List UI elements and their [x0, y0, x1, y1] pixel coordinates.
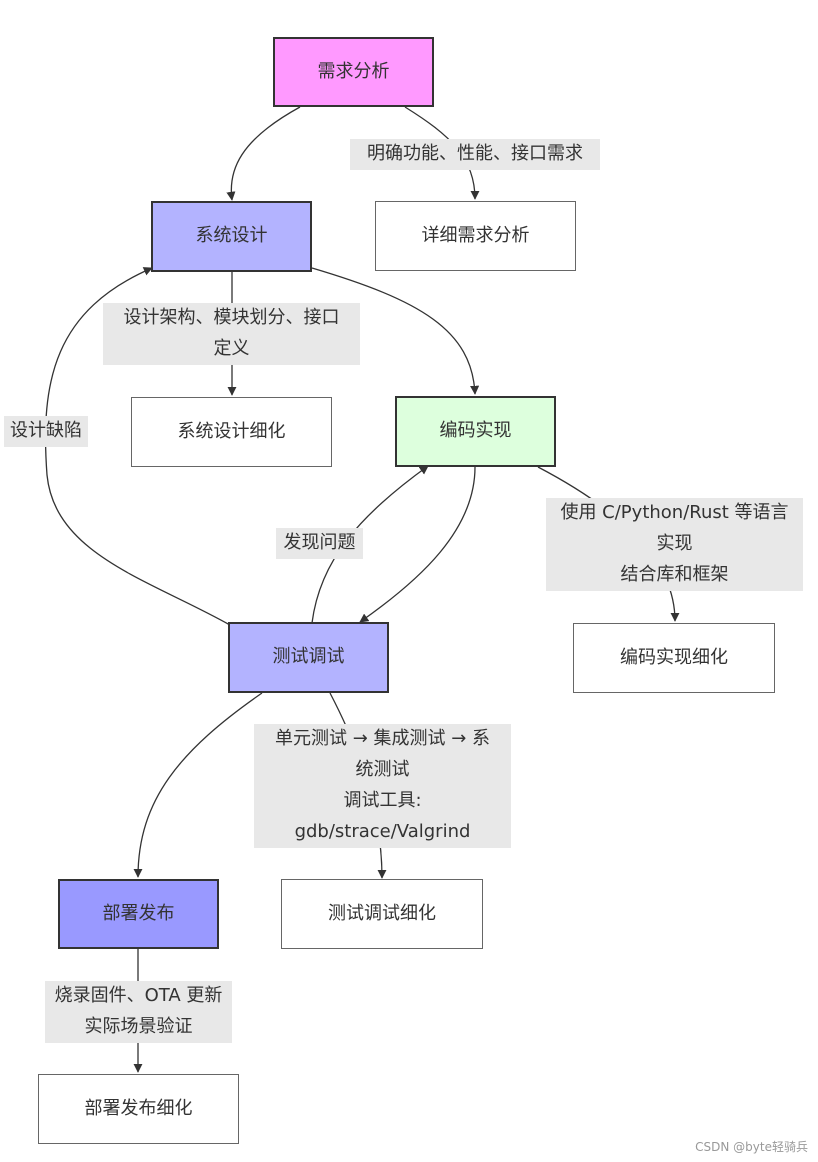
edge-testing-to-system-design: [44, 267, 231, 626]
edge-requirements-to-system-design: [226, 106, 301, 201]
node-deployment-label: 部署发布: [102, 902, 175, 924]
edge-label-line: 统测试: [355, 758, 410, 780]
edge-coding-to-testing: [359, 466, 476, 623]
edge-testing-to-deployment: [133, 692, 263, 878]
watermark: CSDN @byte轻骑兵: [695, 1140, 808, 1154]
node-testing-detail[interactable]: 测试调试细化: [281, 879, 483, 949]
edge-label-testing-detail: 单元测试 → 集成测试 → 系 统测试 调试工具: gdb/strace/Val…: [254, 724, 511, 848]
edge-label-line: 实际场景验证: [84, 1015, 193, 1037]
edge-label-deployment-detail: 烧录固件、OTA 更新 实际场景验证: [45, 981, 232, 1043]
edge-system-design-to-coding: [311, 267, 480, 395]
node-deployment-detail[interactable]: 部署发布细化: [38, 1074, 239, 1144]
node-requirements-label: 需求分析: [317, 60, 390, 82]
edge-label-line: gdb/strace/Valgrind: [294, 820, 471, 842]
edge-label-line: 使用 C/Python/Rust 等语言: [560, 502, 789, 523]
edge-label-line: 单元测试 → 集成测试 → 系: [274, 728, 491, 749]
edge-label-line: 烧录固件、OTA 更新: [54, 985, 223, 1006]
edge-label-found-issue: 发现问题: [276, 528, 363, 559]
node-system-design-detail[interactable]: 系统设计细化: [131, 397, 332, 467]
node-system-design-label: 系统设计: [195, 225, 268, 247]
node-coding[interactable]: 编码实现: [395, 396, 556, 467]
edge-label-line: 发现问题: [283, 532, 356, 553]
node-system-design-detail-label: 系统设计细化: [177, 420, 286, 442]
edge-label-line: 结合库和框架: [620, 563, 729, 585]
edge-label-line: 调试工具:: [343, 789, 422, 811]
node-coding-label: 编码实现: [439, 420, 512, 442]
node-testing-detail-label: 测试调试细化: [328, 902, 436, 924]
edge-label-line: 设计缺陷: [10, 420, 82, 441]
node-deployment[interactable]: 部署发布: [58, 879, 219, 949]
edge-label-line: 实现: [656, 532, 693, 554]
node-coding-detail-label: 编码实现细化: [620, 646, 728, 668]
edge-label-line: 定义: [213, 337, 250, 359]
node-system-design[interactable]: 系统设计: [151, 201, 312, 272]
edge-label-line: 明确功能、性能、接口需求: [367, 143, 583, 164]
node-testing-label: 测试调试: [272, 646, 345, 668]
edge-label-requirements-detail: 明确功能、性能、接口需求: [350, 139, 600, 170]
node-coding-detail[interactable]: 编码实现细化: [573, 623, 775, 693]
node-requirements-detail-label: 详细需求分析: [421, 224, 530, 246]
node-requirements-detail[interactable]: 详细需求分析: [375, 201, 576, 271]
edge-label-line: 设计架构、模块划分、接口: [123, 307, 340, 328]
node-requirements[interactable]: 需求分析: [273, 37, 434, 107]
node-testing[interactable]: 测试调试: [228, 622, 389, 693]
edge-label-design-defect: 设计缺陷: [4, 416, 88, 447]
edge-label-system-design-detail: 设计架构、模块划分、接口 定义: [103, 303, 360, 365]
edge-label-coding-detail: 使用 C/Python/Rust 等语言 实现 结合库和框架: [546, 498, 803, 591]
node-deployment-detail-label: 部署发布细化: [84, 1097, 193, 1119]
